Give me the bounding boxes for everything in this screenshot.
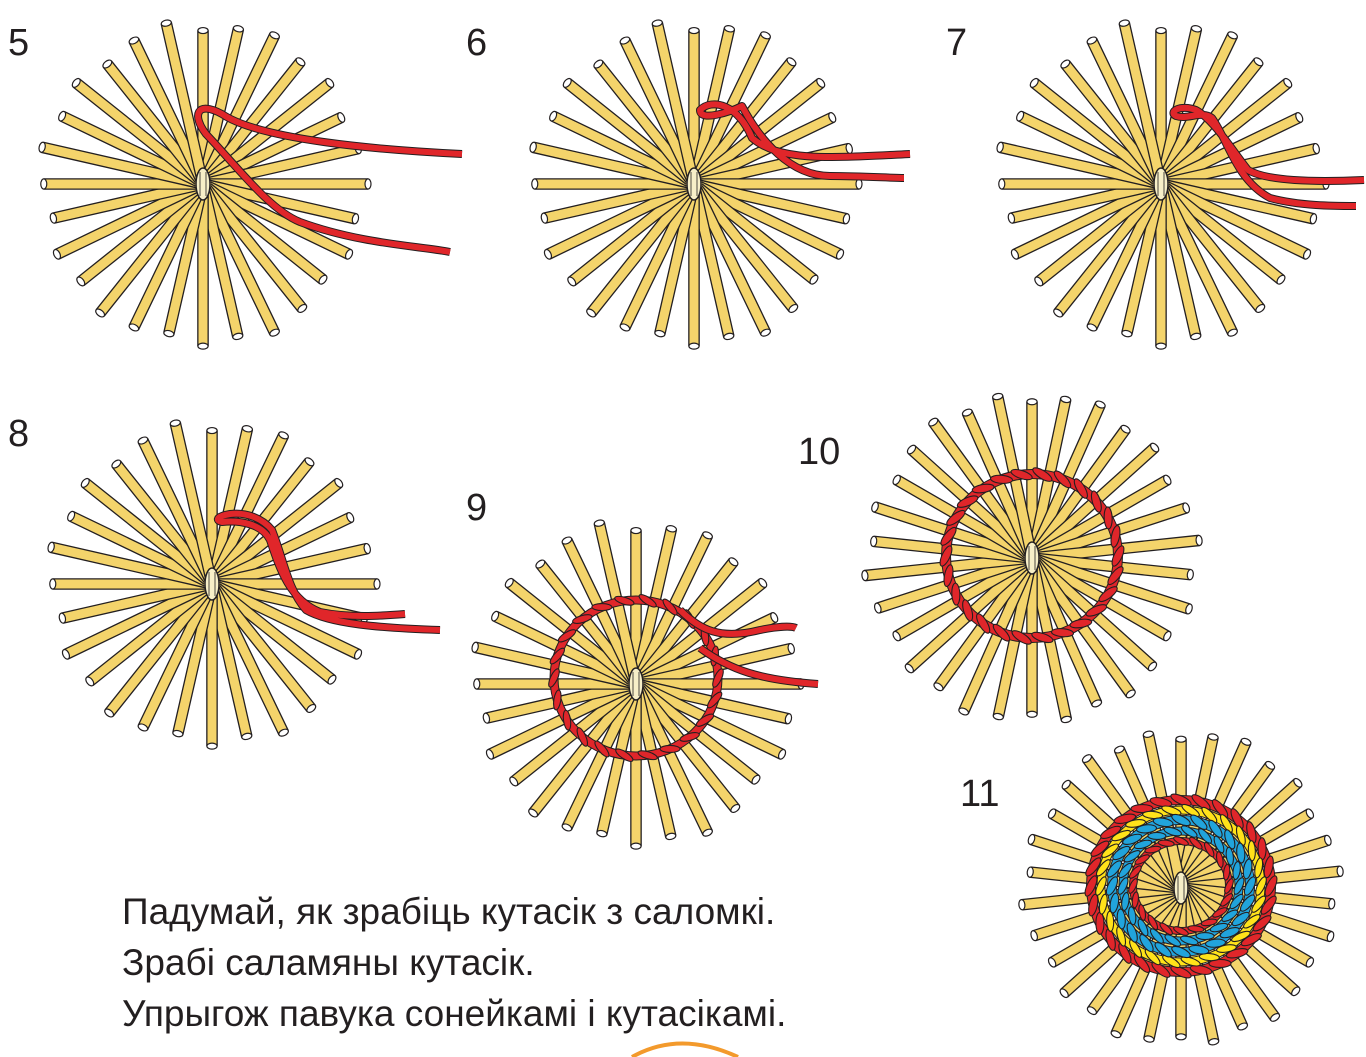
step-6-label: 6 bbox=[466, 22, 487, 64]
step-8-straw-starburst bbox=[47, 419, 380, 749]
center-knot bbox=[687, 168, 701, 200]
step-10-label: 10 bbox=[798, 431, 840, 473]
page-decoration-arc bbox=[632, 1044, 738, 1057]
step-11-straw-starburst bbox=[1018, 730, 1343, 1046]
thread-stitch bbox=[660, 745, 680, 752]
center-knot bbox=[196, 168, 210, 200]
thread-stitch bbox=[1196, 932, 1214, 939]
step-9-label: 9 bbox=[466, 487, 487, 529]
step-7-straw-starburst bbox=[996, 19, 1329, 349]
step-9-straw-starburst bbox=[471, 519, 804, 849]
center-knot bbox=[1025, 542, 1039, 574]
step-6-straw-starburst bbox=[529, 19, 862, 349]
instruction-line-3: Упрыгож павука сонейкамі і кутасікамі. bbox=[122, 988, 786, 1039]
center-knot bbox=[1174, 872, 1188, 904]
center-knot bbox=[1154, 168, 1168, 200]
step-8-label: 8 bbox=[8, 413, 29, 455]
center-knot bbox=[629, 668, 643, 700]
step-5-label: 5 bbox=[8, 22, 29, 64]
thread-stitch bbox=[1148, 832, 1166, 839]
thread-stitch bbox=[592, 603, 612, 610]
instruction-line-1: Падумай, як зрабіць кутасік з саломкі. bbox=[122, 886, 786, 937]
step-7-label: 7 bbox=[946, 22, 967, 64]
instruction-line-2: Зрабі саламяны кутасік. bbox=[122, 937, 786, 988]
center-knot bbox=[205, 568, 219, 600]
instructions-text: Падумай, як зрабіць кутасік з саломкі. З… bbox=[122, 886, 786, 1039]
step-10-straw-starburst bbox=[861, 393, 1202, 724]
step-5-straw-starburst bbox=[38, 19, 371, 349]
step-11-label: 11 bbox=[960, 773, 999, 815]
